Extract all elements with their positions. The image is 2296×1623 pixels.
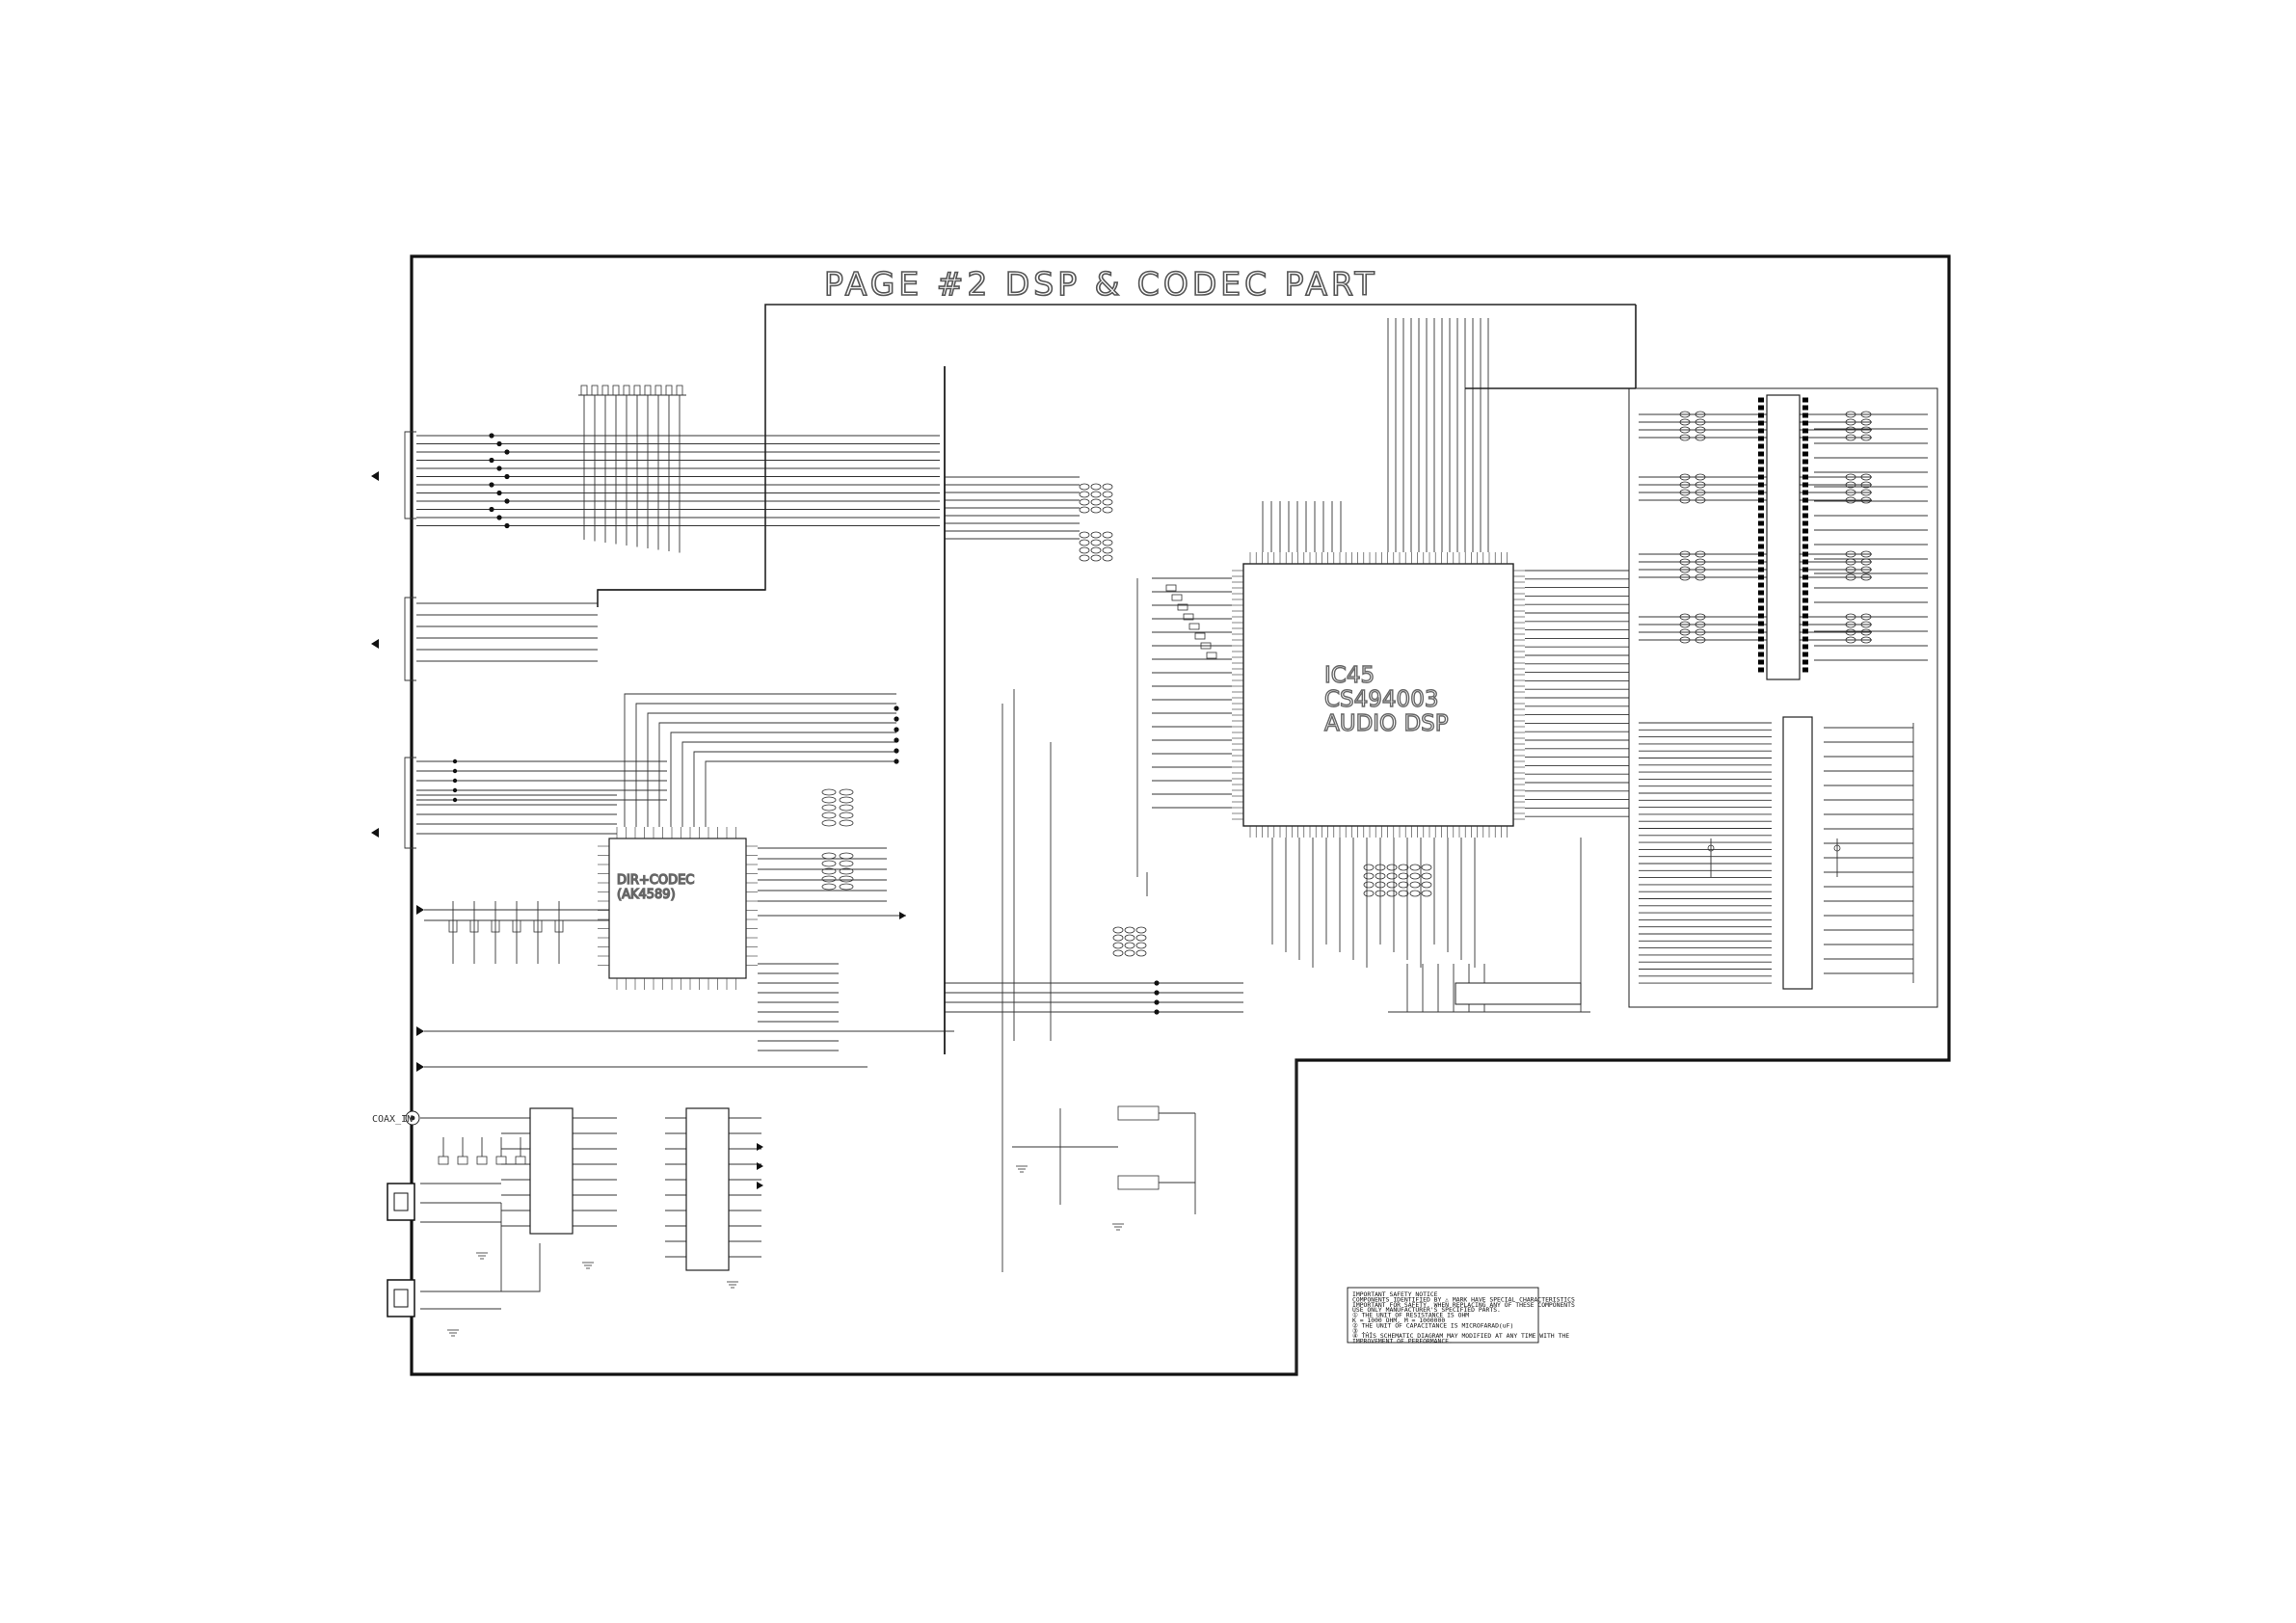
codec-part: (AK4589) [617, 888, 676, 902]
notice-line: ④ THIS SCHEMATIC DIAGRAM MAY MODIFIED AT… [1352, 1332, 1569, 1340]
notice-line: K = 1000 OHM, M = 1000000 [1352, 1317, 1445, 1324]
junction-dots [452, 433, 1160, 1189]
dsp-function: AUDIO DSP [1324, 711, 1449, 736]
lower-ic-b [685, 1107, 730, 1271]
connector-chip-lower [1782, 716, 1813, 990]
codec-function: DIR+CODEC [617, 873, 694, 888]
dsp-chip-ic45: IC45 CS494003 AUDIO DSP [1232, 552, 1525, 838]
notice-line: USE ONLY MANUFACTURER'S SPECIFIED PARTS. [1352, 1306, 1501, 1314]
notice-line: COMPONENTS IDENTIFIED BY ⚠ MARK HAVE SPE… [1352, 1295, 1575, 1303]
schematic-border [410, 254, 1951, 1376]
right-panel-frame [1628, 387, 1938, 1008]
main-bus-wires [597, 304, 1637, 1374]
notice-line: IMPORTANT FOR SAFETY. WHEN REPLACING ANY… [1352, 1301, 1575, 1309]
coax-input-jack: COAX_IN [372, 1110, 420, 1126]
lower-ic-c [1455, 982, 1582, 1005]
notice-line: ③ ... [1352, 1327, 1373, 1335]
optical-jack-2 [387, 1279, 415, 1317]
left-signal-arrows [371, 471, 424, 1072]
coax-in-label: COAX_IN [372, 1114, 413, 1125]
optical-jack-1 [387, 1183, 415, 1221]
dsp-part: CS494003 [1324, 687, 1438, 712]
notice-line: ① THE UNIT OF RESISTANCE IS OHM [1352, 1312, 1469, 1319]
wiring [404, 318, 1928, 1310]
lower-ic-a [529, 1107, 574, 1235]
connector-chip-upper [1758, 394, 1808, 680]
notice-line: IMPROVEMENT OF PERFORMANCE. [1352, 1338, 1453, 1345]
codec-chip-ak4589: DIR+CODEC (AK4589) [598, 827, 758, 990]
notice-line: ② THE UNIT OF CAPACITANCE IS MICROFARAD(… [1352, 1321, 1513, 1329]
notice-line: IMPORTANT SAFETY NOTICE [1352, 1290, 1438, 1298]
dsp-ref: IC45 [1324, 663, 1375, 688]
page-title: PAGE #2 DSP & CODEC PART [824, 265, 1378, 303]
